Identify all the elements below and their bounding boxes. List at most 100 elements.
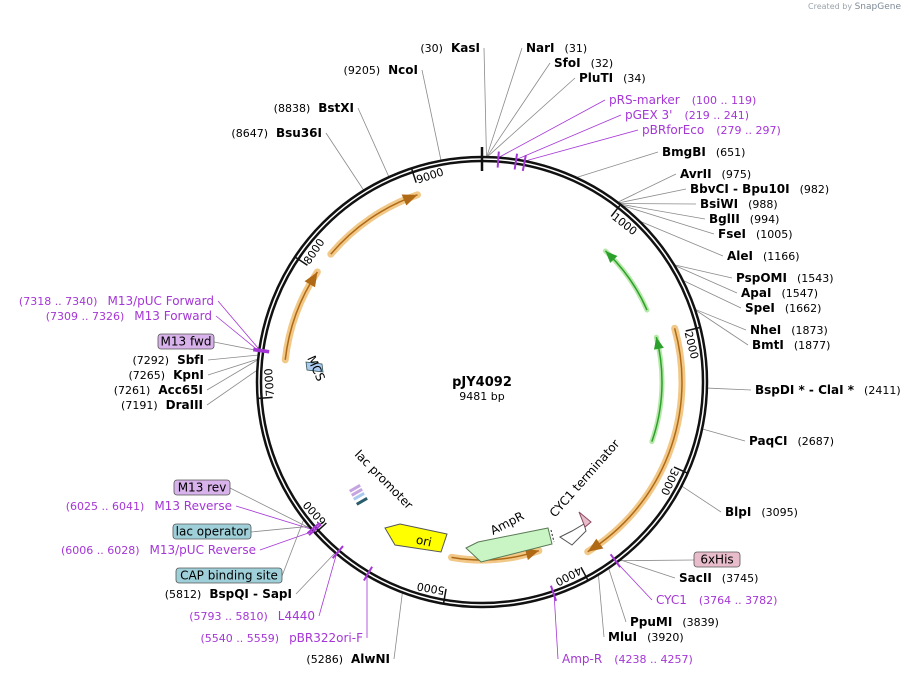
site-leader-ncoi: [421, 69, 442, 161]
primer-site-mark: [253, 349, 270, 354]
primer-site-mark: [513, 153, 519, 170]
site-name: BglII: [709, 212, 740, 226]
lac-region-mark: [351, 488, 363, 497]
site-label-apai: ApaI(1547): [741, 286, 818, 300]
site-position: (7292): [133, 354, 170, 367]
site-leader-alei: [638, 220, 724, 257]
ori-arrow: [384, 523, 448, 553]
primer-name: L4440: [278, 609, 315, 623]
site-leader-pspomi: [673, 264, 733, 279]
ruler-label: 5000: [416, 579, 446, 597]
primer-leader-m13puc: [259, 530, 314, 551]
primer-range: (4238 .. 4257): [614, 653, 693, 666]
site-name: MluI: [608, 630, 637, 644]
ruler-tick: [610, 204, 621, 217]
boxed-leader-m13rev-box: [229, 487, 312, 530]
primer-range: (7318 .. 7340): [19, 295, 98, 308]
ruler-tick: [580, 566, 589, 580]
green-arc-lower-arrowhead: [653, 337, 664, 350]
site-name: AvrII: [680, 167, 712, 181]
site-position: (975): [722, 168, 752, 181]
site-leader-sfoi: [486, 62, 551, 158]
m13fwd-box: [157, 333, 215, 350]
primer-range: (219 .. 241): [684, 109, 749, 122]
ampr-arrow: [465, 527, 553, 563]
site-name: FseI: [718, 227, 746, 241]
site-name: KasI: [451, 41, 480, 55]
lacop-box-text: lac operator: [176, 525, 249, 539]
ruler-tick: [315, 522, 327, 533]
site-position: (3920): [647, 631, 684, 644]
site-label-sfoi: SfoI(32): [554, 56, 613, 70]
site-label-draiii: (7191)DraIII: [121, 398, 203, 412]
site-name: SpeI: [745, 301, 775, 315]
ori-label: ori: [415, 533, 433, 550]
primer-range: (6025 .. 6041): [66, 500, 145, 513]
site-name: AlwNI: [351, 652, 390, 666]
primer-name: M13 Forward: [134, 309, 212, 323]
boxed-leader-m13fwd-box: [213, 341, 260, 352]
site-label-bglii: BglII(994): [709, 212, 779, 226]
ruler-tick: [411, 169, 417, 183]
boxed-leader-his-box: [618, 559, 695, 562]
site-leader-blpi: [681, 485, 722, 513]
primer-leader-l4440: [318, 553, 337, 617]
site-label-bmti: BmtI(1877): [752, 338, 830, 352]
primer-label-m13pucf: (7318 .. 7340)M13/pUC Forward: [19, 294, 214, 308]
site-label-pluti: PluTI(34): [579, 71, 646, 85]
feature-arcs: ori: [253, 151, 686, 602]
m13fwd-box-text: M13 fwd: [161, 335, 212, 349]
site-position: (34): [623, 72, 646, 85]
site-name: BsiWI: [700, 197, 738, 211]
site-name: PspOMI: [736, 271, 787, 285]
site-position: (3745): [722, 572, 759, 585]
site-leader-nari: [486, 47, 523, 158]
site-position: (9205): [344, 64, 381, 77]
ruler-tick: [673, 466, 688, 474]
site-leader-bstxi: [357, 107, 390, 178]
site-name: BspQI - SapI: [209, 587, 292, 601]
cyc1-terminator-arrow: [559, 523, 587, 546]
primer-site-mark: [496, 151, 500, 168]
site-leader-paqci: [701, 428, 746, 442]
primer-name: CYC1: [656, 593, 687, 607]
his-tag-mark: [578, 511, 592, 528]
primer-label-prs: pRS-marker(100 .. 119): [609, 93, 756, 107]
site-leader-ppumi: [608, 567, 627, 623]
site-position: (7191): [121, 399, 158, 412]
site-position: (2411): [864, 384, 901, 397]
site-label-ppumi: PpuMI(3839): [630, 615, 719, 629]
primer-name: pBR322ori-F: [289, 631, 363, 645]
site-label-fsei: FseI(1005): [718, 227, 793, 241]
site-position: (3839): [682, 616, 719, 629]
ruler-tick: [442, 588, 447, 603]
primer-leader-cyc1p: [616, 562, 653, 601]
site-position: (32): [591, 57, 614, 70]
site-leader-mlui: [598, 574, 605, 638]
site-leader-alwni: [393, 592, 403, 660]
plasmid-size: 9481 bp: [459, 390, 504, 403]
site-label-blpi: BlpI(3095): [725, 505, 798, 519]
site-label-spei: SpeI(1662): [745, 301, 821, 315]
site-leader-bspqi: [295, 552, 336, 595]
site-position: (1547): [781, 287, 818, 300]
site-position: (1873): [791, 324, 828, 337]
cyc1-terminator-label: CYC1 terminator: [547, 437, 623, 520]
cap-box: [175, 567, 283, 584]
site-name: BspDI * - ClaI *: [755, 383, 855, 397]
primer-site-mark: [609, 553, 621, 568]
primer-range: (5540 .. 5559): [201, 632, 280, 645]
site-leader-pluti: [486, 77, 576, 158]
site-leader-bglii: [619, 203, 706, 220]
site-label-mlui: MluI (3920): [608, 630, 684, 644]
primer-site-mark: [331, 545, 344, 559]
lac-region-mark: [349, 484, 361, 493]
site-name: NheI: [750, 323, 781, 337]
site-leader-sacii: [619, 559, 676, 579]
site-label-alei: AleI(1166): [727, 249, 800, 263]
site-leader-bbvci: [618, 188, 687, 204]
primer-label-m13puc: (6006 .. 6028)M13/pUC Reverse: [61, 543, 256, 557]
ruler-label: 7000: [262, 368, 277, 397]
site-leader-avrii: [617, 173, 677, 203]
orf-arc-right: [584, 324, 686, 556]
